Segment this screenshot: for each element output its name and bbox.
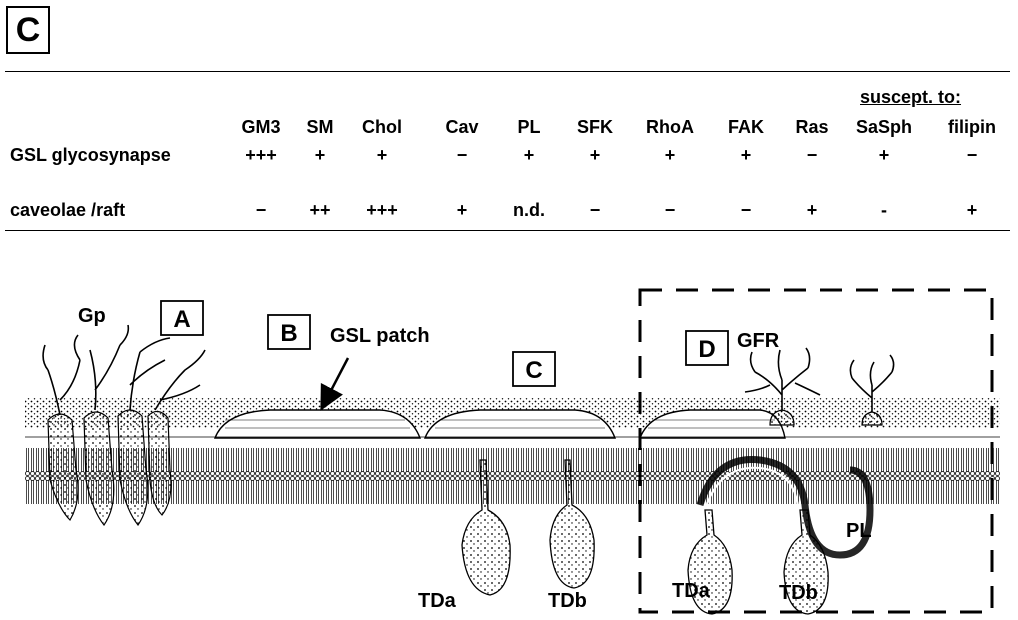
table-cell: n.d. bbox=[513, 200, 545, 221]
box-d-label: D bbox=[698, 336, 715, 363]
label-pl: PL bbox=[846, 520, 872, 542]
box-b-label: B bbox=[280, 320, 297, 347]
table-cell: − bbox=[256, 200, 267, 221]
table-cell: + bbox=[457, 200, 468, 221]
panel-label: C bbox=[16, 11, 41, 50]
col-header-pl: PL bbox=[517, 117, 540, 138]
panel-label-box: C bbox=[6, 6, 50, 54]
col-header-cav: Cav bbox=[445, 117, 478, 138]
susceptibility-header: suscept. to: bbox=[860, 87, 961, 108]
label-tdb-2: TDb bbox=[779, 582, 818, 604]
table-cell: + bbox=[741, 145, 752, 166]
box-c-label: C bbox=[525, 357, 542, 384]
col-header-gm3: GM3 bbox=[241, 117, 280, 138]
row-label-glycosynapse: GSL glycosynapse bbox=[10, 145, 171, 166]
table-cell: − bbox=[807, 145, 818, 166]
table-cell: + bbox=[879, 145, 890, 166]
col-header-fak: FAK bbox=[728, 117, 764, 138]
table-cell: ++ bbox=[309, 200, 330, 221]
table-cell: − bbox=[457, 145, 468, 166]
box-a-label: A bbox=[173, 306, 190, 333]
table-cell: + bbox=[524, 145, 535, 166]
table-cell: − bbox=[665, 200, 676, 221]
table-cell: +++ bbox=[245, 145, 277, 166]
col-header-filipin: filipin bbox=[948, 117, 996, 138]
table-cell: + bbox=[807, 200, 818, 221]
col-header-chol: Chol bbox=[362, 117, 402, 138]
membrane-diagram: A B C D Gp GSL patch GFR PL TDa TDb TDa … bbox=[0, 240, 1018, 620]
table-cell: + bbox=[590, 145, 601, 166]
col-header-ras: Ras bbox=[795, 117, 828, 138]
label-gfr: GFR bbox=[737, 330, 780, 352]
table-cell: + bbox=[967, 200, 978, 221]
label-tdb-1: TDb bbox=[548, 590, 587, 612]
gsl-patches bbox=[215, 410, 785, 438]
label-tda-2: TDa bbox=[672, 580, 711, 602]
table-cell: − bbox=[967, 145, 978, 166]
table-cell: + bbox=[377, 145, 388, 166]
table-cell: - bbox=[881, 200, 887, 221]
label-tda-1: TDa bbox=[418, 590, 457, 612]
row-label-caveolae: caveolae /raft bbox=[10, 200, 125, 221]
col-header-rhoa: RhoA bbox=[646, 117, 694, 138]
col-header-sm: SM bbox=[307, 117, 334, 138]
gsl-patch-arrow bbox=[325, 358, 348, 402]
table-cell: +++ bbox=[366, 200, 398, 221]
table-cell: + bbox=[315, 145, 326, 166]
table-cell: − bbox=[741, 200, 752, 221]
col-header-sasph: SaSph bbox=[856, 117, 912, 138]
table-cell: + bbox=[665, 145, 676, 166]
label-gsl-patch: GSL patch bbox=[330, 325, 430, 347]
col-header-sfk: SFK bbox=[577, 117, 613, 138]
label-gp: Gp bbox=[78, 305, 106, 327]
table-cell: − bbox=[590, 200, 601, 221]
